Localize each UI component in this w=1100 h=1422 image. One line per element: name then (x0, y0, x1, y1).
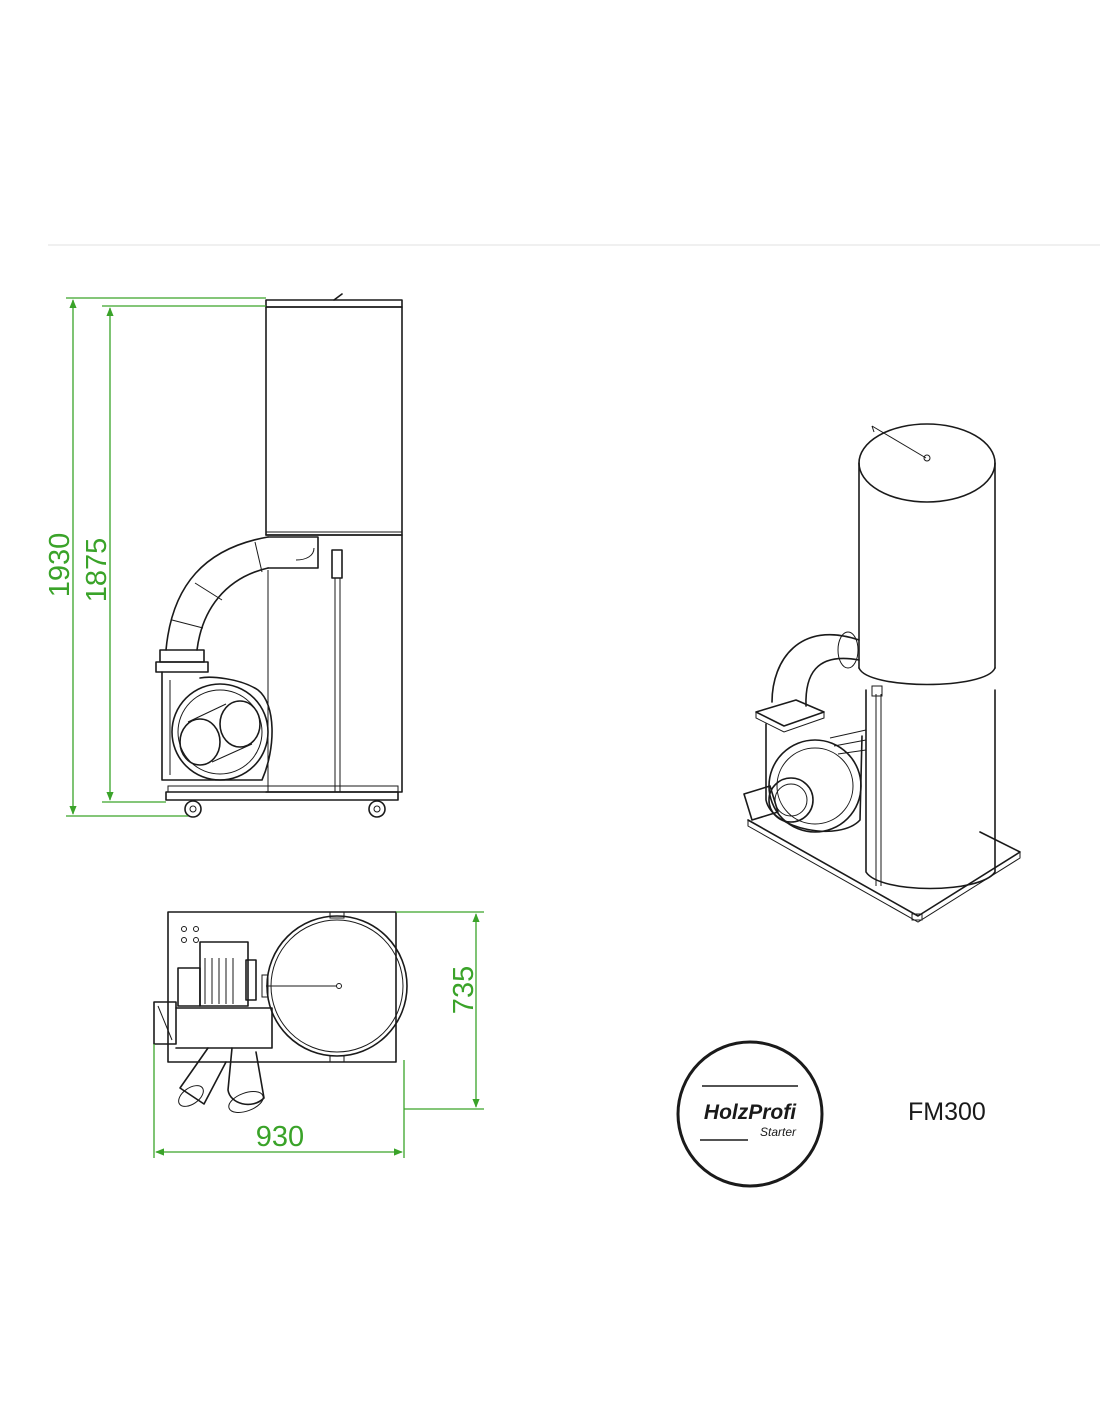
dimension-width: 930 (256, 1121, 304, 1153)
isometric-view (743, 423, 1021, 923)
side-view (155, 293, 403, 818)
dimension-bag-height: 1875 (81, 538, 113, 603)
model-name: FM300 (908, 1098, 986, 1126)
dimension-total-height: 1930 (44, 533, 76, 598)
dimension-depth: 735 (448, 966, 480, 1014)
height-dimensions: 1930 1875 (44, 297, 266, 817)
logo-brand-text: HolzProfi (704, 1101, 797, 1124)
holzprofi-starter-logo: HolzProfi Starter (676, 1040, 824, 1188)
top-view (153, 911, 408, 1113)
logo-subline-text: Starter (760, 1125, 797, 1139)
footprint-dimensions: 735 930 (153, 911, 484, 1158)
